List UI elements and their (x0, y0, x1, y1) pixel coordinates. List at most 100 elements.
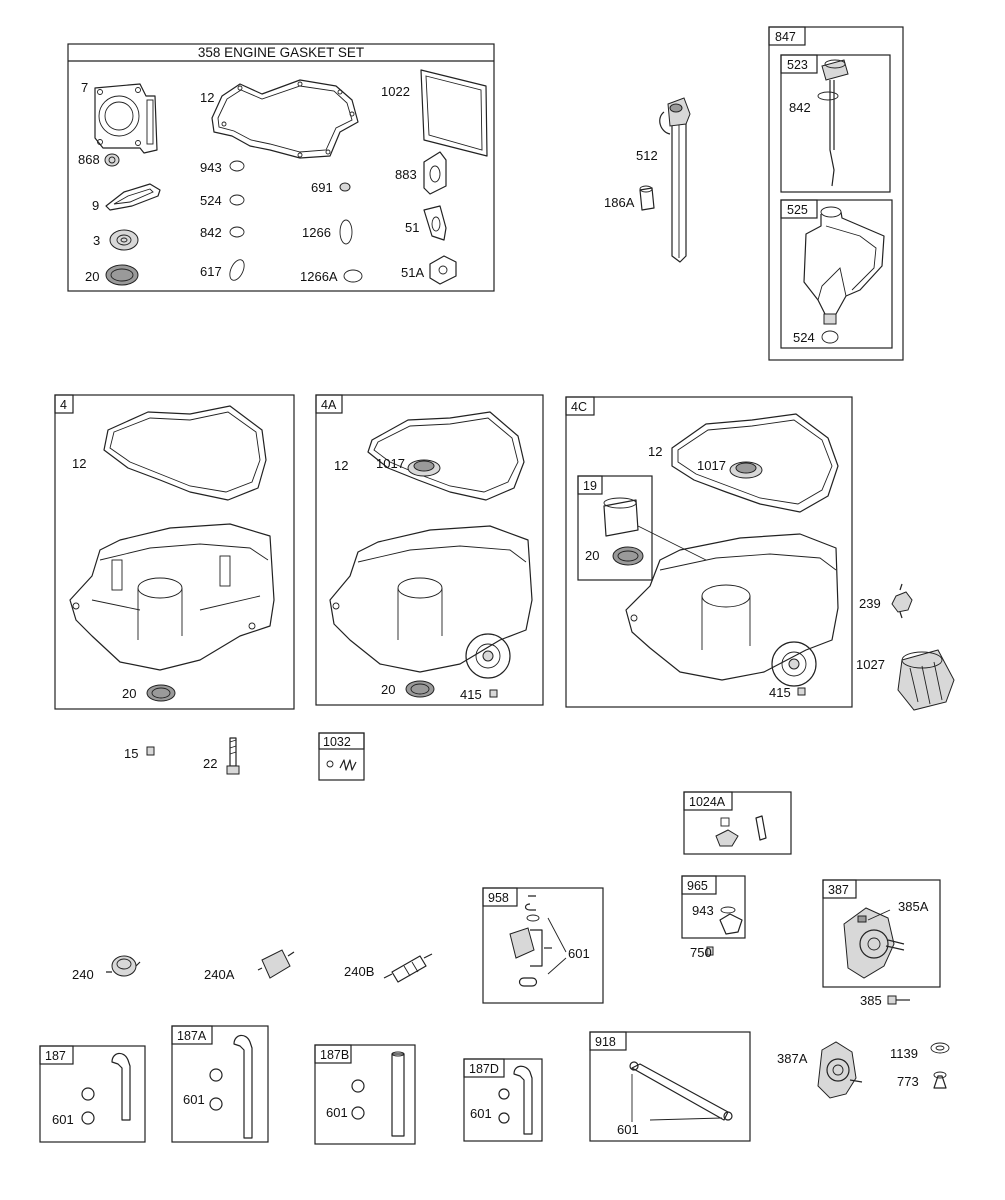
label-240: 240 (72, 967, 94, 982)
part-691-icon (339, 182, 351, 192)
gasket-883-icon (423, 151, 447, 195)
label-601-187a: 601 (183, 1092, 205, 1107)
plug-15-icon (146, 746, 155, 756)
label-1017-sump4a: 1017 (376, 456, 405, 471)
box-1032-label: 1032 (323, 735, 351, 749)
oil-filter-group: 239 1027 (856, 583, 955, 711)
label-240b: 240B (344, 964, 374, 979)
hose-918-icon (631, 1063, 729, 1121)
cap-1017-4c-icon (729, 461, 763, 479)
box-4c-label: 4C (571, 400, 587, 414)
label-601-187b: 601 (326, 1105, 348, 1120)
hose-187d-group: 187D 601 (463, 1058, 543, 1142)
o-ring-943-icon (229, 160, 245, 172)
valve-1024a-icon (715, 815, 767, 847)
sump-4c-box (565, 396, 853, 708)
clamp-918b-icon (723, 1111, 733, 1121)
label-1139: 1139 (890, 1046, 918, 1061)
box-965-label: 965 (687, 879, 708, 893)
bolt-22-icon (226, 737, 240, 775)
leader-line-19 (637, 525, 707, 561)
label-1027: 1027 (856, 657, 885, 672)
sump-4a-icon (329, 525, 533, 679)
sump-4c-group: 4C 19 12 (565, 396, 853, 708)
screw-385-icon (887, 995, 910, 1005)
label-20-sump4a: 20 (381, 682, 395, 697)
box-387-label: 387 (828, 883, 849, 897)
box-847-label: 847 (775, 30, 796, 44)
label-1266a: 1266A (300, 269, 338, 284)
clamp-187-icon (81, 1087, 95, 1125)
fuel-filter-240a-icon (257, 949, 295, 979)
hardware-group: 15 22 1032 (124, 732, 365, 781)
kit-525-box (780, 199, 893, 349)
box-918-label: 918 (595, 1035, 616, 1049)
label-387a: 387A (777, 1051, 808, 1066)
label-617: 617 (200, 264, 222, 279)
label-773: 773 (897, 1074, 919, 1089)
kit-387-box (822, 879, 941, 988)
washer-1139-icon (930, 1042, 950, 1054)
fuel-pump-387-icon (843, 907, 905, 979)
fuel-filter-240-icon (106, 955, 141, 977)
dipstick-tube-group: 512 186A (604, 97, 691, 263)
seal-20-sump4-icon (146, 684, 176, 702)
fuel-filter-240b-icon (383, 953, 433, 983)
gasket-set-group: 358 ENGINE GASKET SET (67, 43, 495, 292)
cap-1017-icon (407, 459, 441, 477)
label-20-sump4: 20 (122, 686, 136, 701)
label-240a: 240A (204, 967, 235, 982)
sump-4-icon (69, 523, 275, 671)
box-523-label: 523 (787, 58, 808, 72)
sump-4a-box (315, 394, 544, 706)
box-187a-label: 187A (177, 1029, 207, 1043)
gasket-51a-icon (429, 255, 457, 285)
sump-4c-icon (625, 533, 839, 687)
label-512: 512 (636, 148, 658, 163)
cap-773-icon (933, 1071, 947, 1089)
label-12-sump4a: 12 (334, 458, 348, 473)
bushing-19-icon (603, 497, 639, 537)
sump-gasket-icon (211, 79, 359, 159)
dipstick-icon (817, 59, 849, 187)
gasket-9-icon (105, 183, 161, 211)
box-4a-label: 4A (321, 398, 337, 412)
screw-750-icon (706, 946, 714, 956)
kit-965-group: 965 943 750 (681, 875, 746, 960)
sump-4-box (54, 394, 295, 710)
label-842: 842 (200, 225, 222, 240)
kit-1024a-group: 1024A (683, 791, 792, 855)
label-868: 868 (78, 152, 100, 167)
sump-gasket-4a-icon (367, 411, 525, 501)
seal-20-icon (105, 264, 139, 286)
sump-4a-group: 4A 12 1017 20 415 (315, 394, 544, 706)
label-943: 943 (200, 160, 222, 175)
plug-415-4c-icon (797, 687, 806, 696)
cover-965-icon (719, 906, 743, 935)
label-415-sump4a: 415 (460, 687, 482, 702)
label-1266: 1266 (302, 225, 331, 240)
clamp-918a-icon (629, 1061, 639, 1071)
kit-187-box (39, 1045, 146, 1143)
plug-415-4a-icon (489, 689, 498, 698)
hose-187a-icon (233, 1034, 253, 1139)
label-20-sump4c: 20 (585, 548, 599, 563)
label-385a: 385A (898, 899, 929, 914)
box-4-label: 4 (60, 398, 67, 412)
box-187b-label: 187B (320, 1048, 349, 1062)
box-525-label: 525 (787, 203, 808, 217)
kit-847-group: 847 523 842 525 524 (768, 26, 904, 361)
clamp-187b-icon (351, 1079, 365, 1120)
seal-20-4c-icon (612, 546, 644, 566)
label-12: 12 (200, 90, 214, 105)
label-524: 524 (200, 193, 222, 208)
o-ring-524-kit-icon (821, 330, 839, 344)
label-9: 9 (92, 198, 99, 213)
label-3: 3 (93, 233, 100, 248)
label-385: 385 (860, 993, 882, 1008)
kit-1024a-box (683, 791, 792, 855)
o-ring-1266a-icon (343, 269, 363, 283)
o-ring-617-icon (229, 259, 245, 281)
seal-20-sump4a-icon (405, 680, 435, 698)
